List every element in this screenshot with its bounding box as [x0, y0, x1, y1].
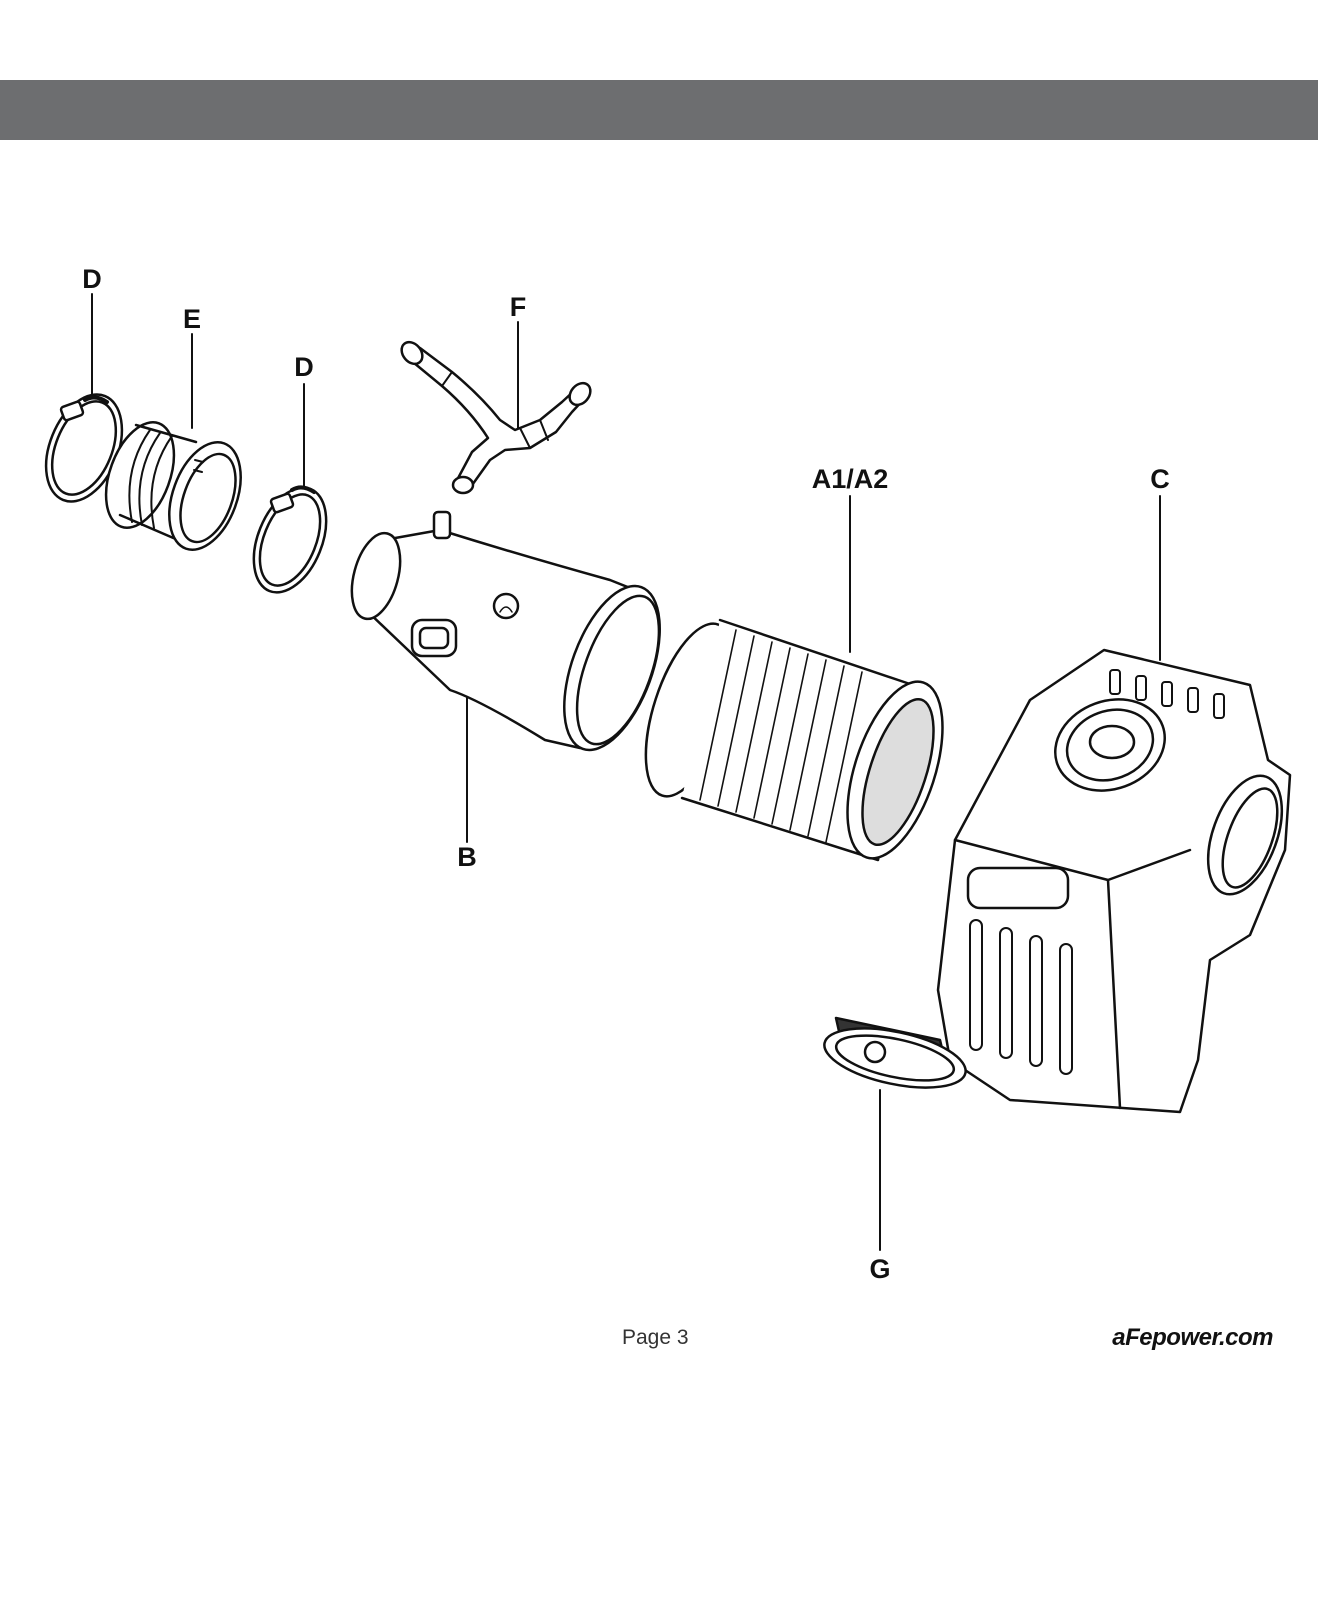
label-f: F	[510, 292, 527, 322]
header-bar	[0, 80, 1318, 140]
leader-lines	[91, 293, 1161, 1251]
label-g: G	[869, 1254, 890, 1284]
intake-tube-illustration	[350, 510, 661, 752]
label-d-left: D	[82, 264, 102, 294]
hose-clamp-left-illustration	[44, 393, 124, 503]
plug-illustration	[823, 1016, 967, 1089]
air-box-illustration	[936, 648, 1292, 1114]
label-e: E	[183, 304, 201, 334]
label-a1a2: A1/A2	[812, 464, 889, 494]
air-filter-illustration	[644, 618, 944, 862]
hose-clamp-mid-illustration	[252, 485, 328, 594]
coupler-illustration	[104, 421, 242, 551]
label-d-mid: D	[294, 352, 314, 382]
website-url: aFepower.com	[1112, 1324, 1273, 1351]
label-c: C	[1150, 464, 1170, 494]
label-b: B	[457, 842, 477, 872]
page-number: Page 3	[622, 1326, 689, 1349]
y-hose-illustration	[400, 340, 592, 495]
